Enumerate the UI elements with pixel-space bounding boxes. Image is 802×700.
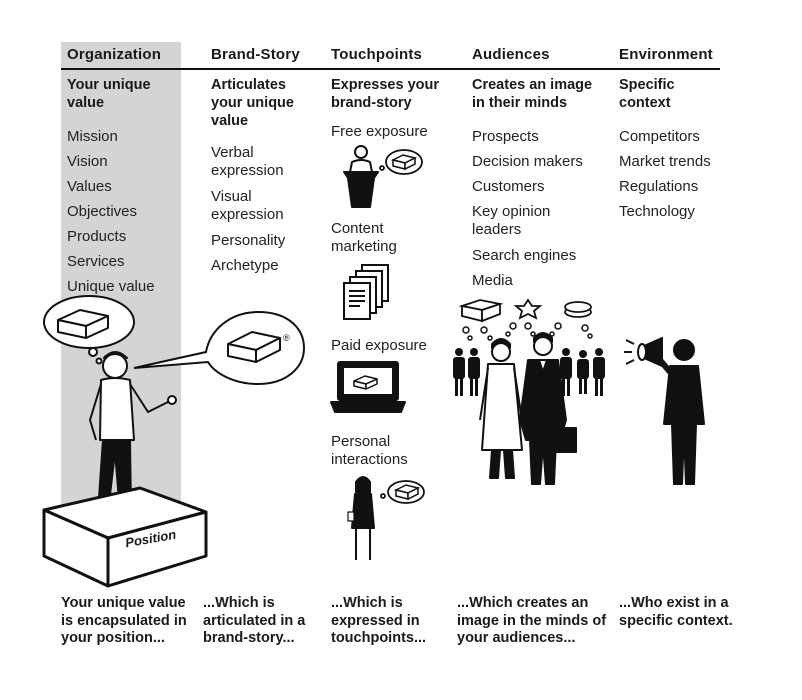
touchpoint-free-exposure: Free exposure (331, 123, 428, 140)
list-item: Vision (67, 153, 108, 170)
speech-bubble (133, 310, 306, 386)
column-header-environment: Environment (619, 46, 713, 63)
scientist-icon (479, 338, 523, 479)
column-audiences: Audiences Creates an image in their mind… (472, 44, 600, 297)
list-item: Regulations (619, 178, 699, 195)
column-touchpoints: Touchpoints Expresses your brand-story (331, 44, 451, 112)
column-subheader-environment: Specific context (619, 77, 675, 111)
list-item: Personality (211, 232, 286, 249)
list-item: Competitors (619, 128, 700, 145)
mental-image-disc-icon (564, 301, 592, 318)
column-brand-story: Brand-Story Articulates your unique valu… (211, 44, 319, 282)
person-with-megaphone-icon (657, 339, 705, 485)
pedestal (42, 486, 208, 588)
businessman-icon (519, 332, 577, 485)
header-rule (61, 68, 720, 70)
footer-environment: ...Who exist in a specific context. (619, 595, 733, 629)
column-organization: Organization Your unique value Mission V… (67, 44, 179, 303)
mental-image-box-icon (458, 299, 504, 323)
environment-items: Competitors Market trends Regulations Te… (619, 128, 725, 228)
list-item: Archetype (211, 257, 279, 274)
list-item: Unique value (67, 278, 155, 295)
organization-items: Mission Vision Values Objectives Product… (67, 128, 179, 303)
laptop-icon (330, 361, 406, 413)
list-item: Visual expression (211, 188, 284, 223)
touchpoint-paid-exposure: Paid exposure (331, 337, 427, 354)
product-box-icon (390, 154, 418, 171)
product-box-icon (227, 331, 281, 363)
touchpoint-personal-interactions: Personal interactions (331, 433, 408, 468)
audiences-items: Prospects Decision makers Customers Key … (472, 128, 600, 297)
list-item: Services (67, 253, 125, 270)
touchpoint-content-marketing: Content marketing (331, 220, 397, 255)
list-item: Verbal expression (211, 144, 284, 179)
product-box-icon (57, 309, 109, 339)
thought-dots (462, 322, 593, 341)
list-item: Products (67, 228, 127, 245)
list-item: Customers (472, 178, 545, 195)
brand-story-items: Verbal expression Visual expression Pers… (211, 144, 319, 282)
mental-image-star-icon (513, 298, 543, 320)
list-item: Technology (619, 203, 695, 220)
documents-icon (343, 264, 389, 320)
footer-audiences: ...Which creates an image in the minds o… (457, 595, 607, 646)
footer-touchpoints: ...Which is expressed in touchpoints... (331, 595, 427, 646)
column-subheader-touchpoints: Expresses your brand-story (331, 77, 440, 111)
woman-icon (347, 476, 375, 560)
list-item: Values (67, 178, 112, 195)
footer-brand-story: ...Which is articulated in a brand-story… (203, 595, 306, 646)
list-item: Prospects (472, 128, 539, 145)
list-item: Market trends (619, 153, 711, 170)
column-header-touchpoints: Touchpoints (331, 46, 423, 63)
crowd-icon (453, 348, 605, 396)
list-item: Search engines (472, 247, 577, 264)
list-item: Key opinion leaders (472, 203, 551, 238)
registered-mark: ® (283, 333, 290, 343)
list-item: Media (472, 272, 513, 289)
column-header-organization: Organization (67, 46, 162, 63)
megaphone-icon (624, 337, 663, 367)
column-subheader-brand-story: Articulates your unique value (211, 77, 294, 129)
footer-organization: Your unique value is encapsulated in you… (61, 595, 187, 646)
list-item: Mission (67, 128, 118, 145)
column-environment: Environment Specific context Competitors… (619, 44, 725, 228)
podium-speaker-icon (343, 145, 379, 208)
column-subheader-audiences: Creates an image in their minds (472, 77, 593, 111)
column-header-brand-story: Brand-Story (211, 46, 300, 63)
column-header-audiences: Audiences (472, 46, 550, 63)
column-subheader-organization: Your unique value (67, 77, 151, 111)
list-item: Objectives (67, 203, 138, 220)
list-item: Decision makers (472, 153, 583, 170)
product-box-icon (393, 484, 421, 501)
